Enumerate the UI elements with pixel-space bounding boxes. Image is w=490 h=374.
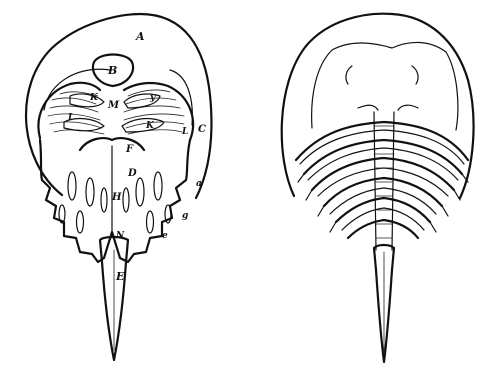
label-L: L — [181, 127, 188, 137]
label-a: a — [196, 179, 202, 189]
label-g: g — [182, 211, 188, 221]
label-I: I — [67, 113, 73, 123]
label-B: B — [107, 64, 117, 77]
dorsal-median-axis-left — [374, 112, 376, 250]
label-K-left: K — [89, 93, 99, 103]
dorsal-lateral-spines — [298, 174, 468, 232]
label-y: y — [149, 93, 156, 103]
figure-labels: A B M K y I K L C F D H a g e N E — [67, 30, 206, 283]
dorsal-carapace-outline — [282, 14, 474, 198]
dorsal-ridge — [358, 105, 418, 110]
label-A: A — [135, 30, 145, 43]
dorsal-median-axis-right — [392, 112, 394, 250]
label-F: F — [125, 144, 134, 155]
left-eye-mark — [346, 66, 352, 84]
ventral-carapace-rim — [44, 69, 192, 125]
label-C: C — [198, 124, 206, 135]
dorsal-inner-shield — [312, 42, 458, 130]
ventral-view-figure — [26, 14, 211, 360]
label-E: E — [115, 270, 125, 283]
leg-hatching — [48, 90, 184, 134]
label-M: M — [107, 100, 120, 111]
dorsal-abdomen-segments — [296, 122, 468, 238]
label-D: D — [127, 168, 137, 179]
label-N: N — [115, 231, 125, 241]
label-e: e — [162, 231, 168, 241]
right-eye-mark — [412, 66, 418, 84]
gnathobase-left — [70, 94, 104, 107]
label-K-right: K — [145, 121, 155, 131]
leg-region-outline — [38, 83, 193, 140]
label-H: H — [111, 192, 122, 203]
dorsal-view-figure — [282, 14, 474, 362]
